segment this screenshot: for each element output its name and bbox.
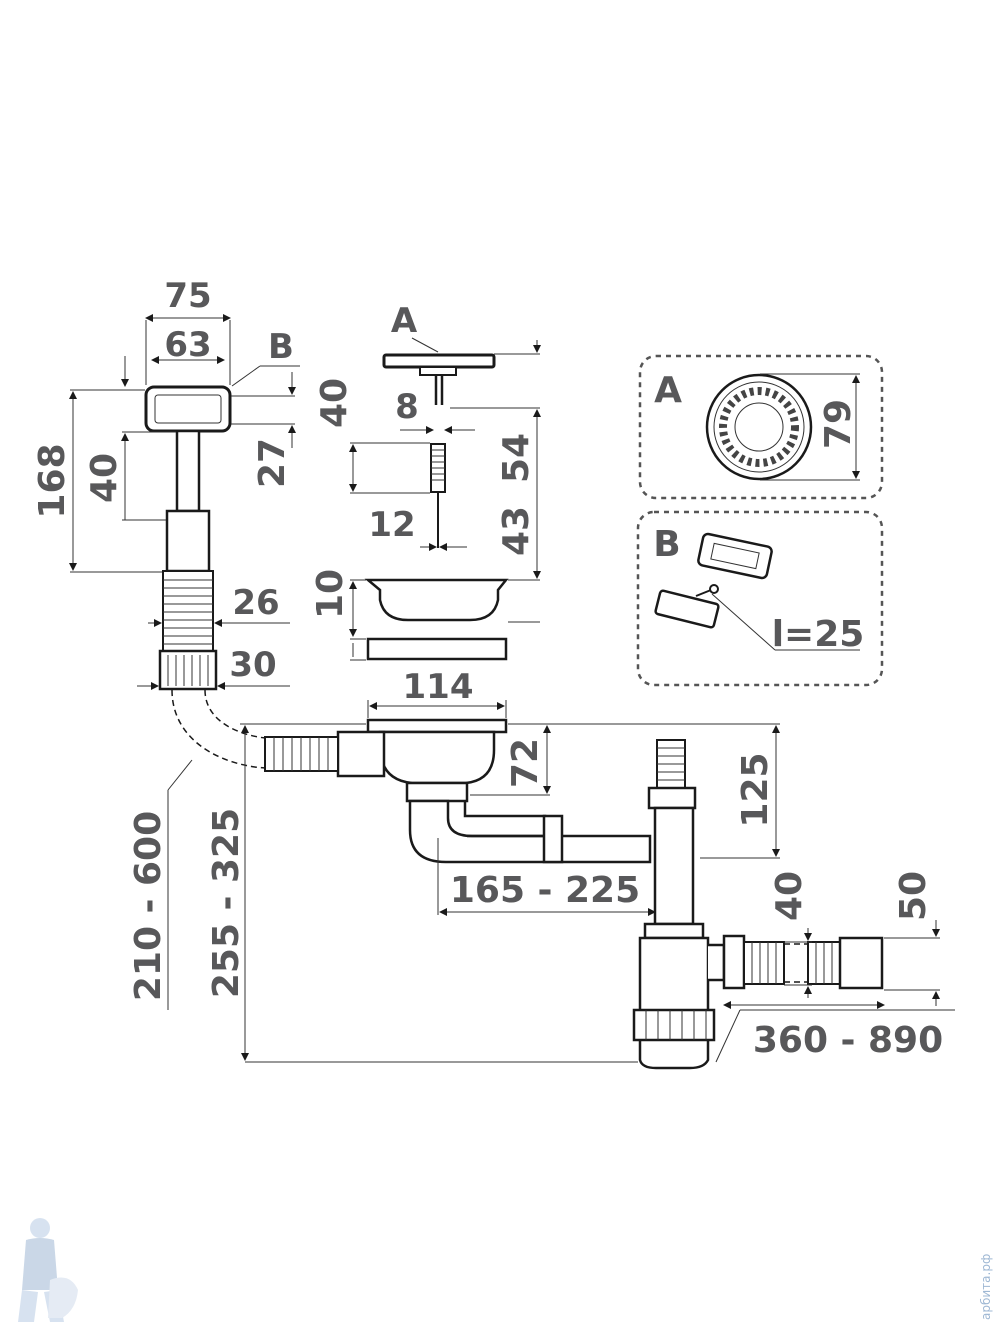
- detail-a-box: [638, 354, 884, 500]
- dim-360-890: 360 - 890: [753, 1020, 943, 1061]
- label-b: B: [268, 327, 294, 367]
- dim-75: 75: [164, 276, 211, 316]
- overflow-dimensions: [69, 314, 300, 690]
- main-dimensions: [167, 700, 955, 1063]
- detail-b-dim-l25: l=25: [772, 614, 865, 655]
- detail-b-box: [636, 510, 884, 687]
- plumber-watermark-icon: [18, 1218, 78, 1322]
- dim-114: 114: [403, 667, 474, 707]
- dim-168: 168: [32, 443, 73, 518]
- dim-26: 26: [232, 583, 279, 623]
- label-a: A: [391, 301, 418, 341]
- dim-10: 10: [310, 569, 351, 619]
- detail-a-dim-79: 79: [818, 399, 859, 449]
- dim-30: 30: [229, 645, 276, 685]
- detail-a-label: A: [654, 370, 682, 411]
- dim-165-225: 165 - 225: [450, 870, 640, 911]
- dim-50: 50: [893, 871, 934, 921]
- dim-8: 8: [395, 387, 419, 427]
- dim-255-325: 255 - 325: [206, 808, 247, 998]
- strainer-dimensions: [349, 337, 541, 661]
- dim-40-overflow: 40: [84, 453, 125, 503]
- dimension-labels: 75 63 B A 168 40 27 40 8 54 12 43 10 26 …: [32, 276, 943, 1061]
- detail-b-label: B: [653, 524, 680, 565]
- dim-54: 54: [496, 433, 537, 483]
- dim-63: 63: [164, 325, 211, 365]
- dim-40-pin: 40: [314, 378, 355, 428]
- dim-12: 12: [368, 505, 415, 545]
- dim-72: 72: [505, 738, 546, 788]
- dim-27: 27: [252, 438, 293, 488]
- dim-210-600: 210 - 600: [128, 811, 169, 1001]
- main-assembly: [264, 718, 884, 1070]
- dim-43: 43: [496, 506, 537, 556]
- watermark-side-text: арбита.рф: [979, 1254, 993, 1320]
- strainer-parts: [364, 353, 509, 661]
- dim-40-outlet: 40: [769, 871, 810, 921]
- overflow-assembly: [144, 385, 266, 769]
- dim-125: 125: [735, 752, 776, 827]
